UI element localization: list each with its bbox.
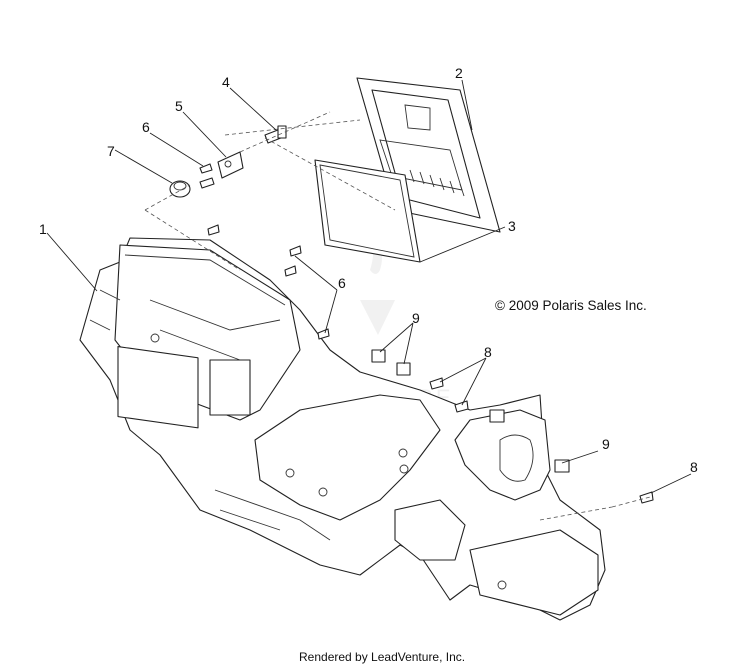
clip-9-right	[489, 409, 570, 473]
leader-lines	[46, 79, 692, 494]
callout-1: 1	[39, 221, 47, 237]
callout-9-upper: 9	[412, 310, 420, 326]
dash-panel	[79, 237, 606, 621]
callout-8-middle: 8	[484, 344, 492, 360]
clip-9-upper	[371, 349, 411, 376]
callout-5: 5	[175, 98, 183, 114]
callout-6-lower: 6	[338, 275, 346, 291]
callout-labels: 1 2 3 4 5 6 6 7 8 8 9 9	[39, 65, 698, 475]
screw-6-lower	[207, 224, 330, 340]
alignment-lines	[144, 111, 651, 521]
bracket-5	[217, 151, 244, 179]
screw-8-right	[639, 491, 654, 504]
grommet-7	[169, 180, 191, 198]
callout-7: 7	[107, 143, 115, 159]
copyright-text: © 2009 Polaris Sales Inc.	[495, 298, 647, 313]
screw-6-upper	[199, 163, 215, 189]
callout-2: 2	[455, 65, 463, 81]
footer-text: Rendered by LeadVenture, Inc.	[299, 650, 465, 664]
callout-9-right: 9	[602, 436, 610, 452]
callout-3: 3	[508, 218, 516, 234]
callout-6-upper: 6	[142, 119, 150, 135]
callout-8-right: 8	[690, 459, 698, 475]
glovebox-seal	[314, 159, 421, 263]
callout-4: 4	[222, 74, 230, 90]
